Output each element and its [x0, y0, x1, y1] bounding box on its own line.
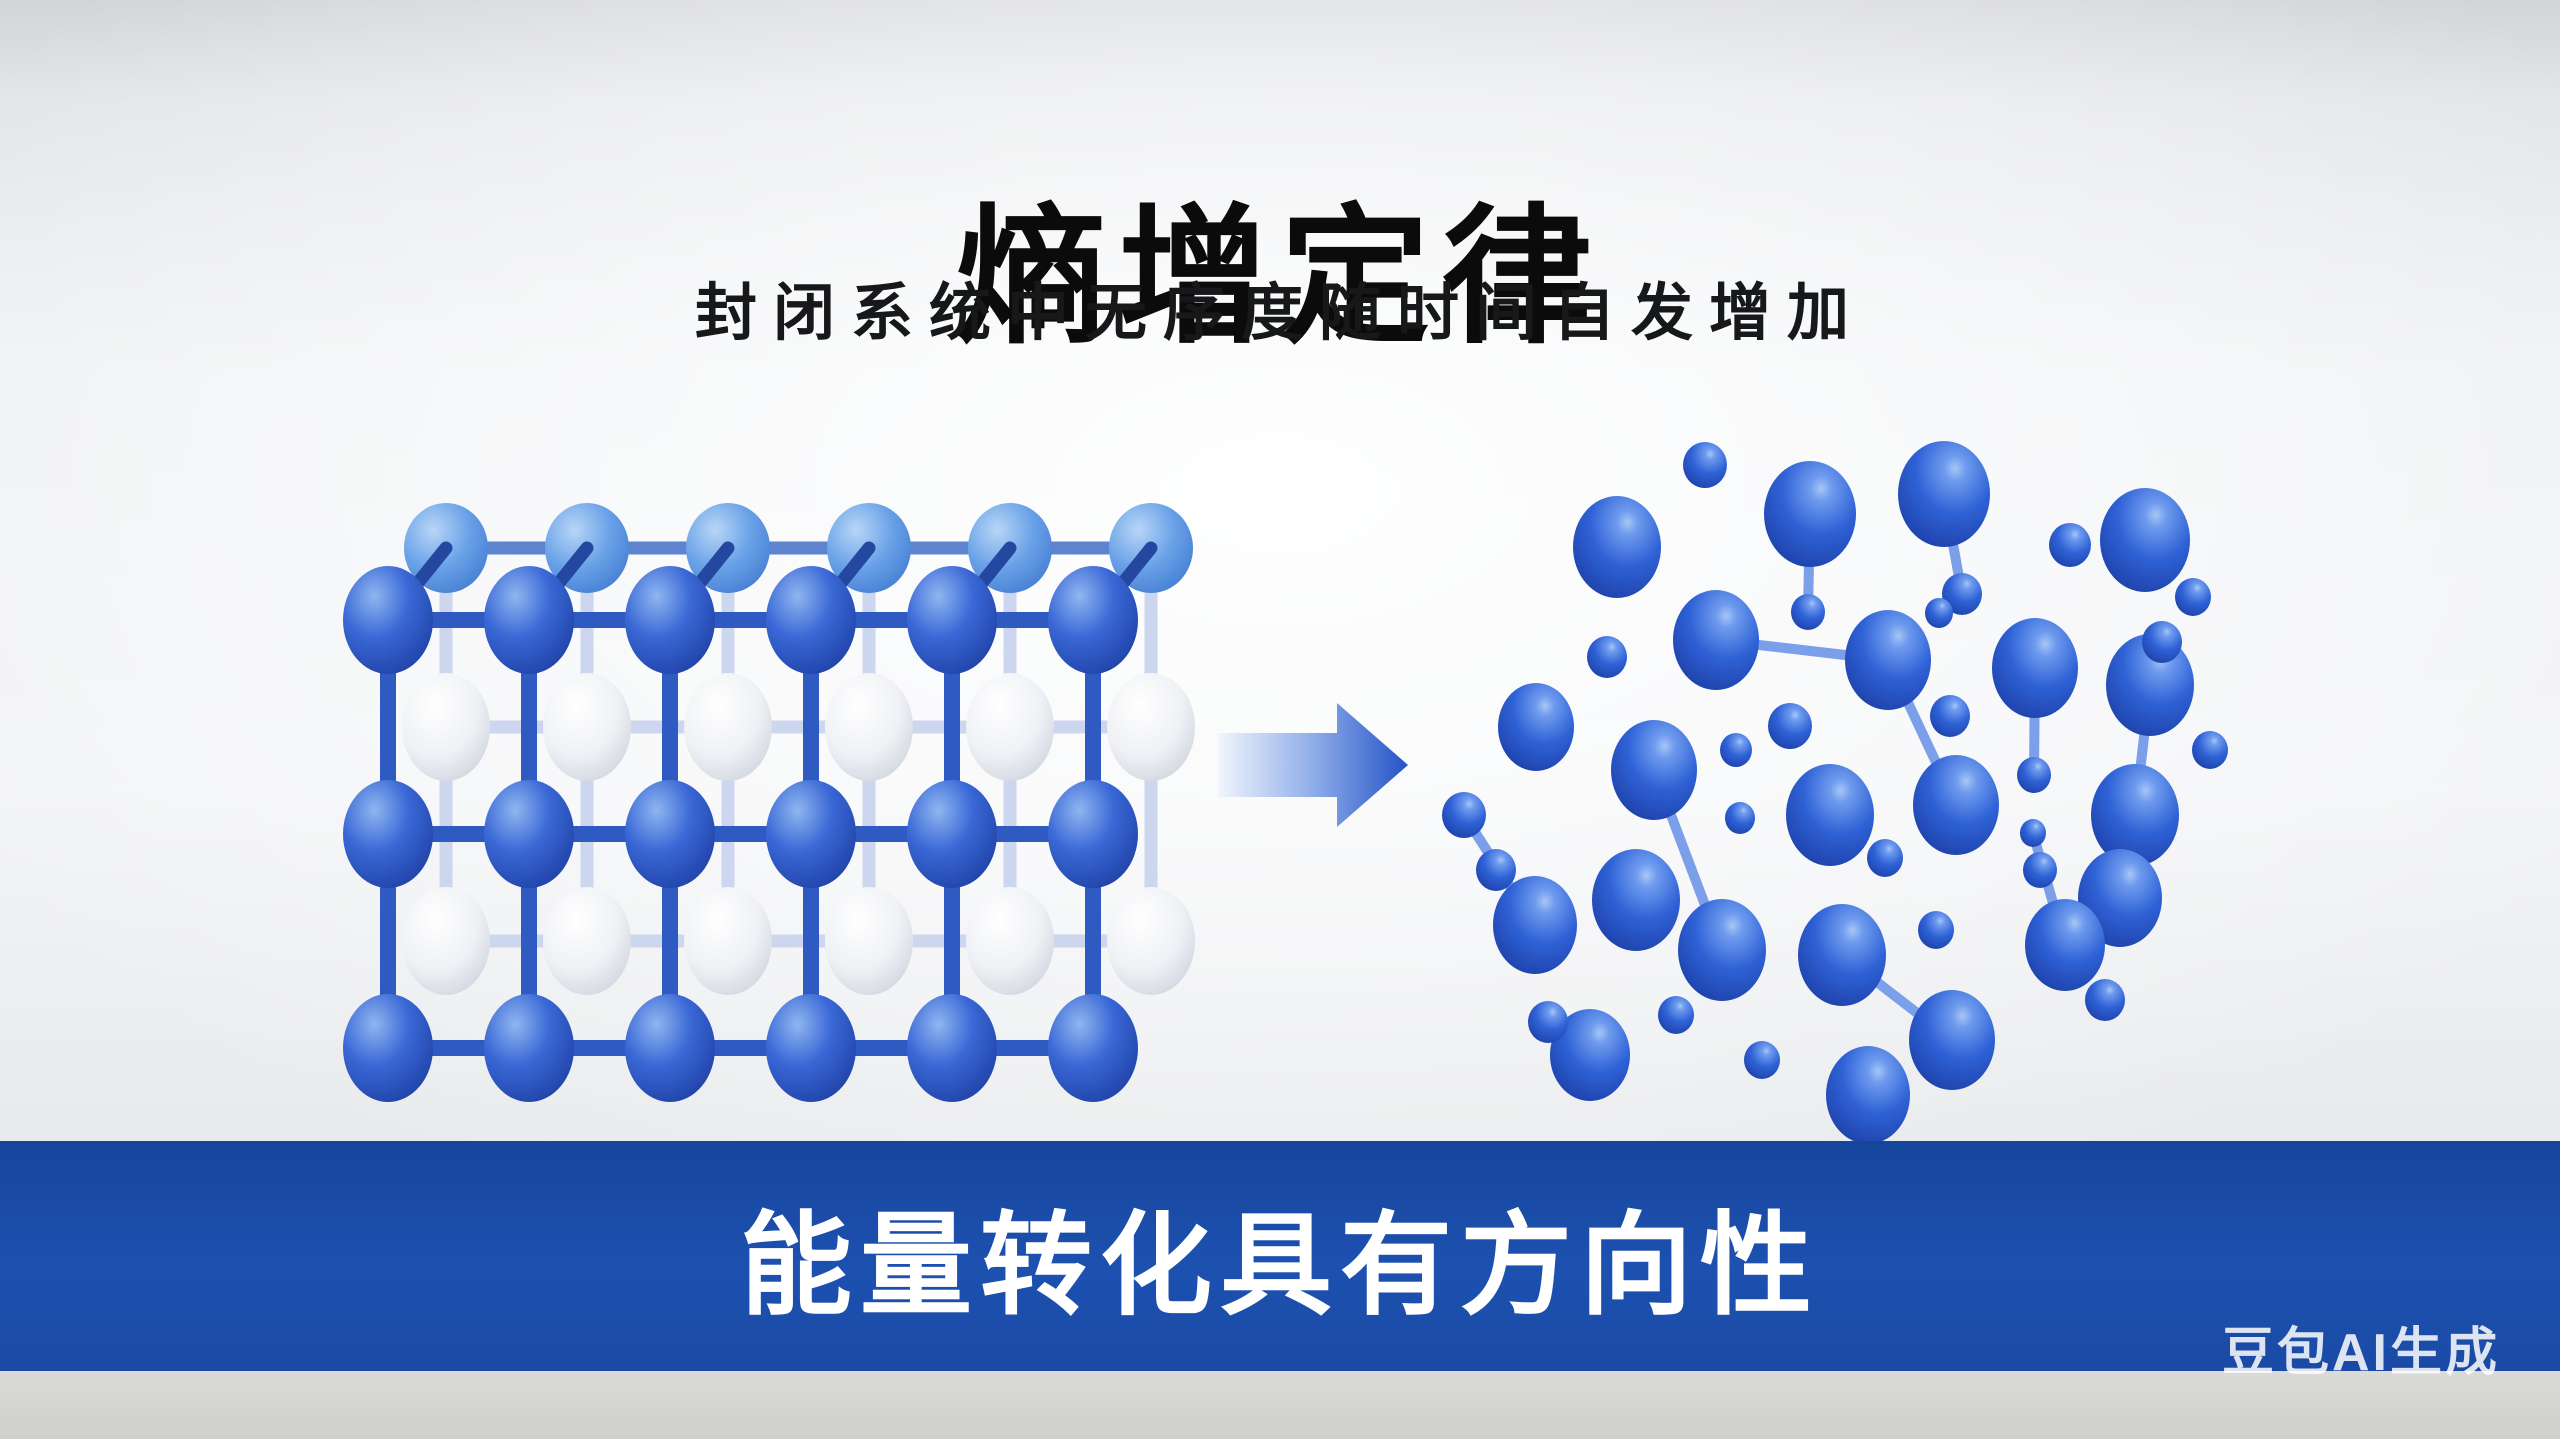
page-title: 熵增定律 — [955, 192, 1604, 361]
disordered-state-cluster — [1442, 441, 2228, 1144]
ordered-state-lattice — [343, 503, 1195, 1102]
footer-strip — [0, 1371, 2560, 1439]
bottom-banner: 能量转化具有方向性 — [0, 1141, 2560, 1371]
banner-text: 能量转化具有方向性 — [740, 1203, 1820, 1328]
transition-arrow-icon — [1218, 703, 1408, 827]
page-subtitle: 封闭系统中无序度随时间自发增加 — [694, 279, 1865, 348]
ai-watermark: 豆包AI生成 — [2221, 1324, 2500, 1382]
